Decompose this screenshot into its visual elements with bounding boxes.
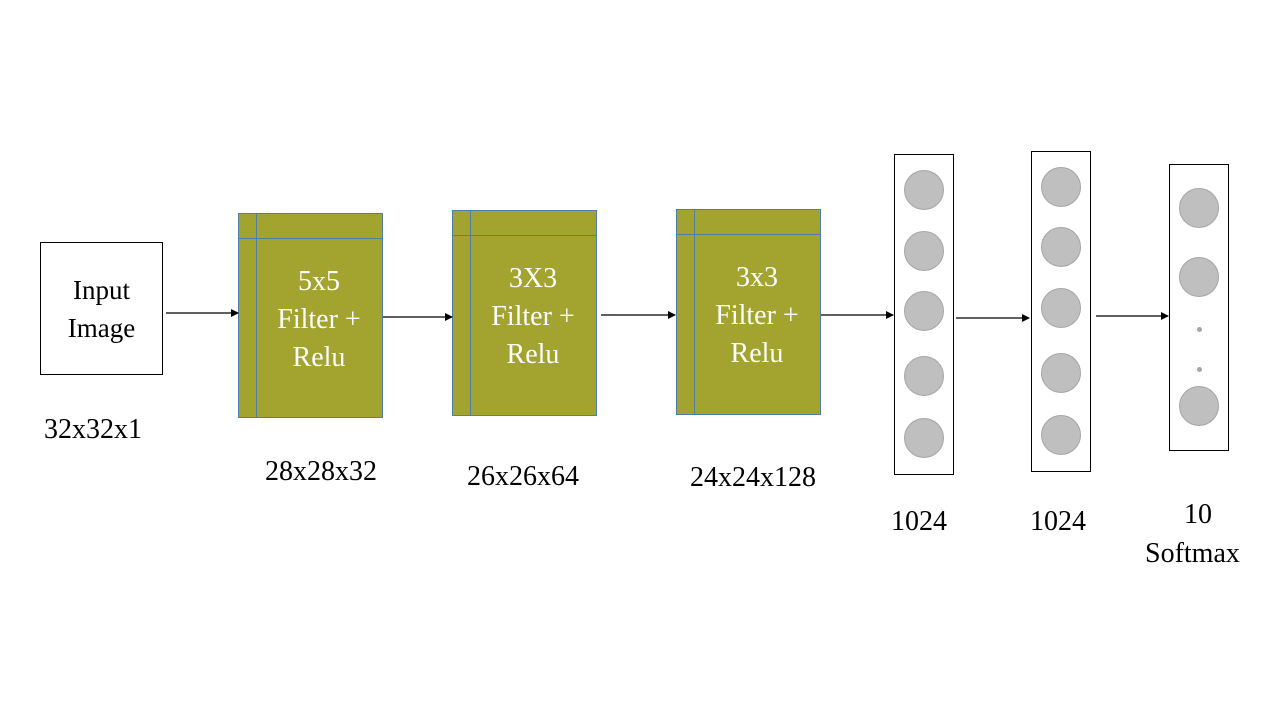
conv-layer-2-label: 3X3 Filter + Relu bbox=[491, 263, 575, 371]
neuron bbox=[904, 231, 944, 271]
input-size-label: 32x32x1 bbox=[44, 414, 142, 445]
dense-layer-1-size: 1024 bbox=[891, 506, 947, 537]
output-layer bbox=[1169, 164, 1229, 451]
conv-layer-3-label: 3x3 Filter + Relu bbox=[715, 262, 799, 370]
neuron bbox=[1041, 288, 1081, 328]
conv-layer-1-label: 5x5 Filter + Relu bbox=[277, 265, 361, 373]
neuron bbox=[1179, 188, 1219, 228]
neuron bbox=[904, 418, 944, 458]
conv-layer-3-edge bbox=[694, 210, 695, 414]
conv-layer-3-size: 24x24x128 bbox=[690, 462, 816, 493]
conv-layer-2-size: 26x26x64 bbox=[467, 461, 579, 492]
conv-layer-1-edge-top bbox=[239, 238, 382, 239]
neuron bbox=[1041, 353, 1081, 393]
dense-layer-2-size: 1024 bbox=[1030, 506, 1086, 537]
neuron bbox=[1041, 227, 1081, 267]
output-size-label: 10 bbox=[1184, 499, 1212, 530]
input-image-label: Input Image bbox=[67, 274, 136, 343]
conv-layer-2: 3X3 Filter + Relu bbox=[452, 210, 597, 416]
neuron bbox=[1041, 415, 1081, 455]
neuron bbox=[1179, 257, 1219, 297]
neuron bbox=[1179, 386, 1219, 426]
conv-layer-1-size: 28x28x32 bbox=[265, 456, 377, 487]
dense-layer-2 bbox=[1031, 151, 1091, 472]
neuron bbox=[1041, 167, 1081, 207]
neuron bbox=[904, 356, 944, 396]
conv-layer-1-edge bbox=[256, 214, 257, 417]
ellipsis-dot bbox=[1197, 327, 1202, 332]
output-activation-label: Softmax bbox=[1145, 538, 1240, 569]
ellipsis-dot bbox=[1197, 367, 1202, 372]
conv-layer-3: 3x3 Filter + Relu bbox=[676, 209, 821, 415]
neuron bbox=[904, 291, 944, 331]
conv-layer-2-edge bbox=[470, 211, 471, 415]
dense-layer-1 bbox=[894, 154, 954, 475]
neuron bbox=[904, 170, 944, 210]
input-image-box: Input Image bbox=[40, 242, 163, 375]
conv-layer-2-edge-top bbox=[453, 235, 596, 236]
conv-layer-3-edge-top bbox=[677, 234, 820, 235]
